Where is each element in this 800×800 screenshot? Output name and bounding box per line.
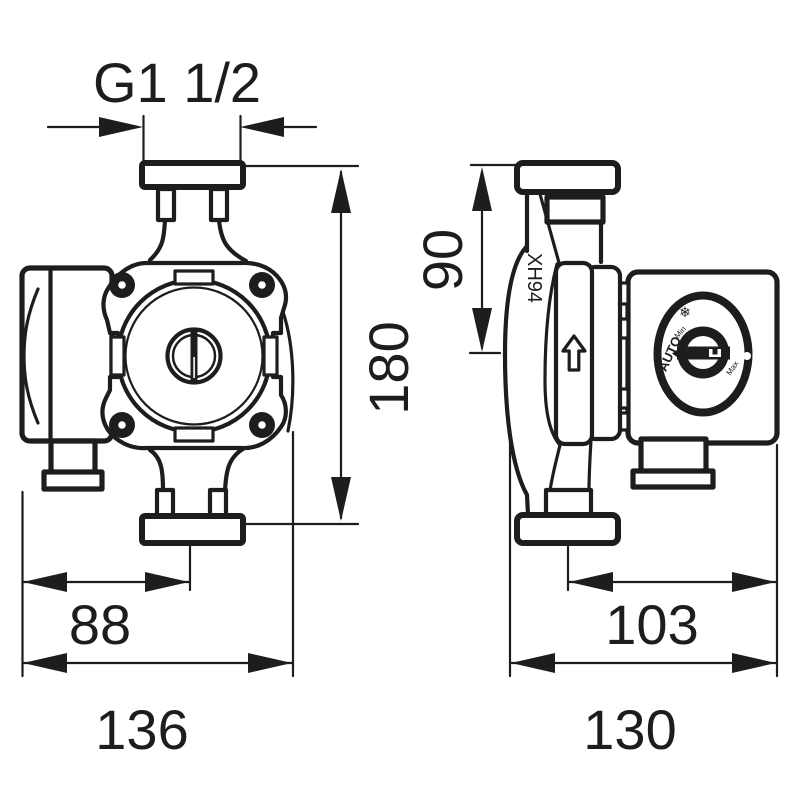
cable-connector [638,436,709,476]
width-dimensions: 88 136 [21,430,295,761]
neck-line-left [147,217,168,263]
dial-index-notch [743,352,751,360]
casting-notch-top [173,269,215,286]
flange-to-axis-dimension: 90 [411,163,519,355]
dim-88-label: 88 [69,593,131,656]
dim-103-label: 103 [605,593,698,656]
bottom-neck-left [147,447,166,494]
top-bolt-lug-left [155,186,177,223]
top-bolt-lug-right [208,186,230,223]
side-top-flange [514,160,621,195]
cable-connector-base [630,468,716,490]
bottom-neck-right [222,446,246,494]
speed-selector-dial: Min AUTO Max ❄ [653,291,753,417]
terminal-box [48,438,98,476]
volute-profile [502,243,593,518]
pipe-cast-seam [538,192,563,272]
model-label: XH94 [523,253,545,303]
bottom-port-flange [139,513,246,546]
top-port-flange [139,160,246,190]
side-bottom-flange [514,512,621,546]
side-view: 90 XH94 [411,160,780,761]
thread-size-label: G1 1/2 [93,51,261,114]
selector-knob [672,326,730,379]
depth-dimensions: 103 130 [508,428,779,761]
dim-130-label: 130 [583,698,676,761]
dim-180-label: 180 [357,321,420,414]
dim-90-label: 90 [411,229,474,291]
casting-notch-left [109,335,126,377]
dim-136-label: 136 [95,698,188,761]
volute-edge-arc [281,310,295,433]
bottom-bolt-lug-right [207,487,229,520]
pipe-boss-top [544,194,606,225]
casting-notch-right [262,335,279,377]
vent-screw [165,327,223,385]
neck-line-right [216,217,249,264]
height-dimension: 180 [244,164,420,526]
housing-bolts [109,272,275,438]
snowflake-icon: ❄ [679,304,691,320]
motor-housing [19,265,115,492]
thread-dimension: G1 1/2 [46,51,318,163]
front-view: G1 1/2 [19,51,420,761]
flow-arrow-icon [561,334,587,372]
casting-notch-bottom [173,426,215,443]
terminal-box-base [41,469,105,492]
bottom-bolt-lug-left [154,487,176,520]
